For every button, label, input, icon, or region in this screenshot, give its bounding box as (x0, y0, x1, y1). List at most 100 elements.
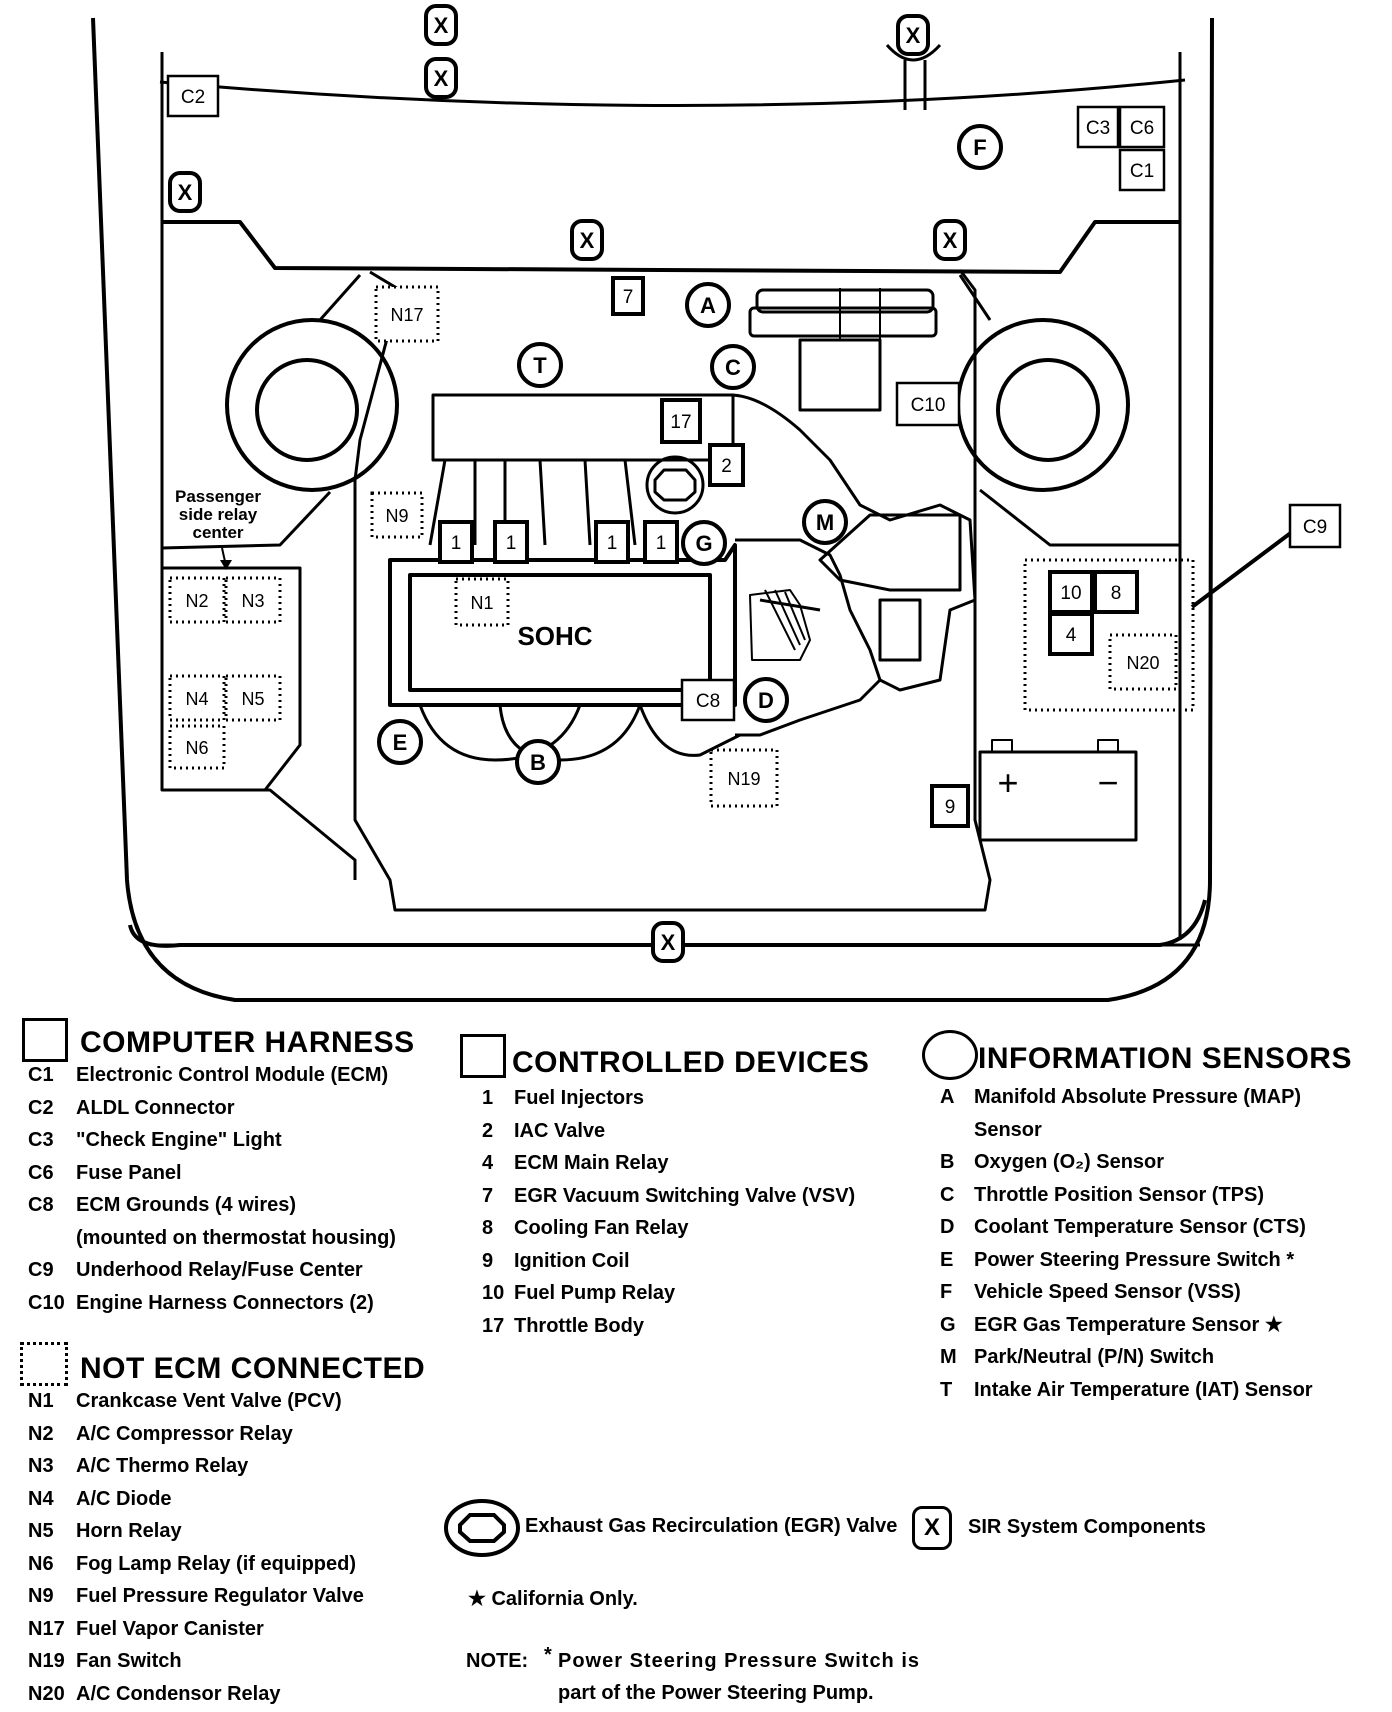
not-ecm-code: N3 (28, 1455, 54, 1477)
svg-text:N2: N2 (185, 591, 208, 611)
information-sensors-title: INFORMATION SENSORS (978, 1042, 1352, 1075)
computer-harness-text: Fuse Panel (76, 1161, 182, 1184)
computer-harness-code: C9 (28, 1259, 54, 1281)
not-ecm-marker-n6: N6 (168, 724, 226, 770)
computer-harness-text: ECM Grounds (4 wires) (76, 1194, 297, 1216)
svg-text:T: T (533, 353, 547, 378)
sir-marker: X (651, 921, 685, 963)
controlled-device-text: Throttle Body (514, 1314, 644, 1337)
left-strut-tower-inner (255, 358, 359, 462)
not-ecm-text: A/C Condensor Relay (76, 1682, 281, 1705)
information-sensor-code: E (940, 1248, 954, 1271)
information-sensor-code: G (940, 1313, 956, 1336)
computer-harness-text: Underhood Relay/Fuse Center (76, 1259, 363, 1281)
svg-text:B: B (530, 750, 546, 775)
sensor-marker-a: A (685, 282, 731, 328)
harness-marker-c10: C10 (895, 381, 961, 427)
not-ecm-text: A/C Compressor Relay (76, 1422, 293, 1445)
information-sensor-text: Intake Air Temperature (IAT) Sensor (974, 1378, 1313, 1401)
svg-text:F: F (973, 135, 986, 160)
computer-harness-code: C8 (28, 1194, 54, 1216)
underhood-relay-center-outline (1023, 558, 1195, 712)
information-sensor-code: M (940, 1346, 957, 1368)
not-ecm-marker-n4: N4 (168, 674, 226, 722)
svg-text:8: 8 (1111, 583, 1122, 604)
not-ecm-item: N9 Fuel Pressure Regulator Valve (28, 1580, 364, 1613)
svg-text:N20: N20 (1126, 653, 1159, 673)
computer-harness-text: (mounted on thermostat housing) (76, 1226, 396, 1249)
svg-text:N5: N5 (241, 689, 264, 709)
engine-compartment-diagram: + − SOHC Passenger side relay center XXX… (91, 4, 1342, 1002)
sensor-marker-b: B (515, 739, 561, 785)
controlled-device-marker-4: 4 (1048, 612, 1094, 656)
controlled-device-item: 17 Throttle Body (482, 1310, 855, 1343)
information-sensor-text: Oxygen (O₂) Sensor (974, 1151, 1165, 1173)
sensor-marker-d: D (743, 677, 789, 723)
svg-text:D: D (758, 688, 774, 713)
svg-text:1: 1 (607, 533, 618, 554)
svg-text:4: 4 (1066, 625, 1077, 646)
svg-text:7: 7 (623, 287, 634, 308)
controlled-device-code: 10 (482, 1282, 505, 1304)
computer-harness-text: Engine Harness Connectors (2) (76, 1291, 374, 1314)
computer-harness-title: COMPUTER HARNESS (80, 1026, 415, 1059)
information-sensor-code: T (940, 1378, 953, 1401)
information-sensors-key-circle (922, 1030, 978, 1080)
note-line-2: part of the Power Steering Pump. (558, 1682, 874, 1704)
controlled-device-code: 17 (482, 1314, 505, 1337)
controlled-device-marker-10: 10 (1048, 570, 1094, 614)
firewall-line (162, 220, 1180, 274)
information-sensor-code: F (940, 1281, 953, 1303)
transmission (735, 538, 882, 737)
computer-harness-code: C6 (28, 1161, 54, 1184)
information-sensor-item: G EGR Gas Temperature Sensor ★ (940, 1309, 1313, 1342)
information-sensor-code: D (940, 1216, 955, 1238)
harness-marker-c8: C8 (680, 678, 736, 722)
not-ecm-marker-n3: N3 (224, 576, 282, 624)
information-sensor-text: EGR Gas Temperature Sensor ★ (974, 1313, 1283, 1336)
computer-harness-code: C1 (28, 1064, 54, 1086)
not-ecm-text: A/C Diode (76, 1487, 172, 1510)
controlled-devices-key-box (460, 1034, 506, 1078)
battery (978, 750, 1138, 842)
controlled-device-text: Fuel Pump Relay (514, 1282, 676, 1304)
not-ecm-text: Fuel Pressure Regulator Valve (76, 1585, 364, 1607)
svg-text:center: center (192, 523, 243, 542)
svg-text:E: E (393, 730, 408, 755)
computer-harness-item: C10 Engine Harness Connectors (2) (28, 1287, 396, 1320)
harness-marker-c9: C9 (1288, 503, 1342, 549)
controlled-device-marker-1: 1 (594, 520, 630, 564)
engine-cradle (353, 269, 992, 912)
not-ecm-text: Fan Switch (76, 1650, 182, 1672)
svg-text:M: M (816, 510, 834, 535)
relay-center-label: Passenger side relay center (175, 487, 261, 542)
computer-harness-code: C10 (28, 1291, 65, 1314)
svg-text:17: 17 (670, 412, 691, 433)
svg-text:A: A (700, 293, 716, 318)
not-ecm-text: Crankcase Vent Valve (PCV) (76, 1390, 342, 1412)
egr-valve-symbol (444, 1499, 520, 1557)
sensor-marker-c: C (710, 344, 756, 390)
sensor-marker-m: M (802, 499, 848, 545)
intake-plenum (431, 393, 735, 462)
controlled-device-code: 2 (482, 1119, 494, 1142)
not-ecm-marker-n2: N2 (168, 576, 226, 624)
not-ecm-code: N2 (28, 1422, 54, 1445)
information-sensor-text: Sensor (974, 1118, 1042, 1141)
california-only-note: ★ California Only. (468, 1588, 638, 1610)
not-ecm-code: N9 (28, 1585, 54, 1607)
controlled-device-marker-7: 7 (611, 276, 645, 316)
